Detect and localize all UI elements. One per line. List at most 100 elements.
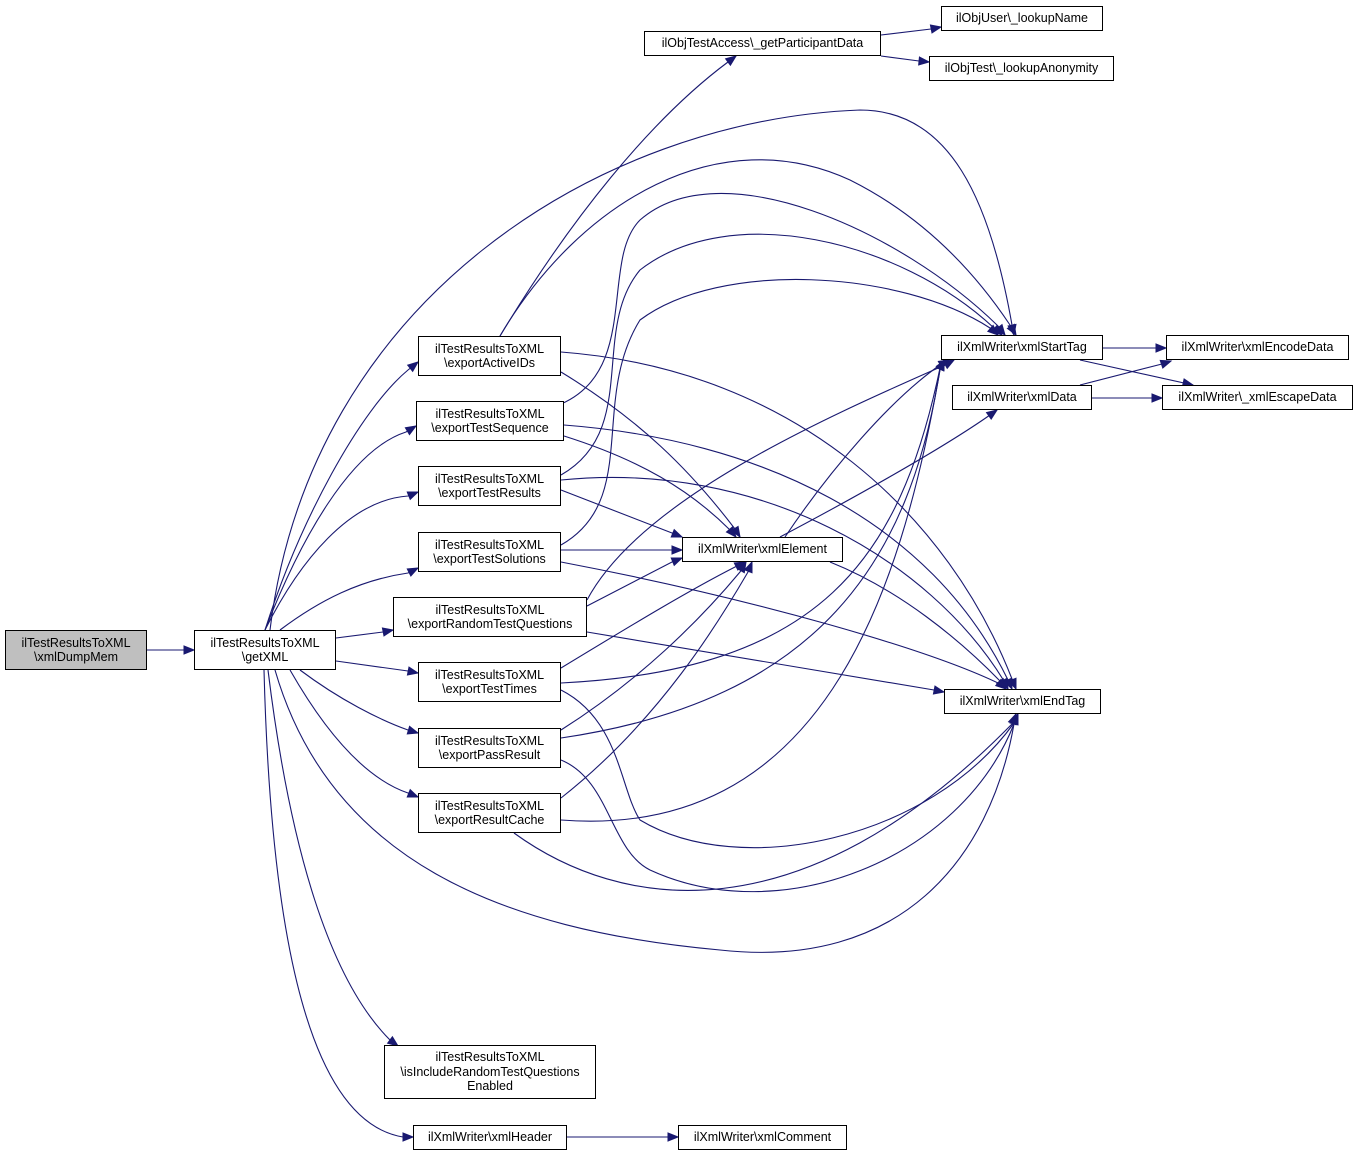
node-xmlElement-label: ilXmlWriter\xmlElement (698, 542, 827, 557)
node-exportTestTimes[interactable]: ilTestResultsToXML \exportTestTimes (418, 662, 561, 702)
arrowhead-exportRandomTestQuestions-to-xmlEndTag (932, 685, 946, 695)
node-lookupName[interactable]: ilObjUser\_lookupName (941, 6, 1103, 31)
arrowhead-getXML-to-isIncludeRandom (386, 1035, 400, 1047)
node-exportTestTimes-line2: \exportTestTimes (442, 682, 537, 696)
node-exportTestSolutions[interactable]: ilTestResultsToXML \exportTestSolutions (418, 532, 561, 572)
arrowhead-getXML-to-xmlHeader (402, 1132, 415, 1142)
edge-exportTestSequence-to-xmlStartTag (560, 193, 1006, 405)
node-exportActiveIDs-line1: ilTestResultsToXML (434, 341, 545, 356)
node-exportPassResult-line1: ilTestResultsToXML (434, 733, 545, 748)
node-xmlDumpMem-line2: \xmlDumpMem (33, 650, 119, 664)
edge-exportResultCache-to-xmlStartTag (560, 359, 945, 822)
edge-xmlElement-to-xmlData (779, 409, 998, 538)
arrowhead-xmlHeader-to-xmlComment (667, 1132, 680, 1142)
arrowhead-exportRandomTestQuestions-to-xmlElement (670, 557, 684, 567)
edge-exportTestSequence-to-xmlElement (563, 435, 737, 538)
edge-exportRandomTestQuestions-to-xmlEndTag (586, 631, 945, 693)
edge-exportRandomTestQuestions-to-xmlElement (586, 557, 683, 607)
arrowhead-exportTestSequence-to-xmlElement (725, 525, 737, 539)
node-exportRandomTestQuestions[interactable]: ilTestResultsToXML \exportRandomTestQues… (393, 597, 587, 637)
arrowhead-getXML-to-xmlEndTag (1009, 712, 1019, 726)
node-exportTestSequence[interactable]: ilTestResultsToXML \exportTestSequence (416, 401, 564, 441)
node-xmlData[interactable]: ilXmlWriter\xmlData (952, 385, 1092, 410)
node-exportTestResults-line1: ilTestResultsToXML (434, 471, 545, 486)
arrowhead-getParticipantData-to-lookupAnonymity (918, 56, 931, 66)
edge-exportActiveIDs-to-xmlElement (560, 371, 741, 538)
node-xmlComment-label: ilXmlWriter\xmlComment (693, 1130, 832, 1145)
node-exportResultCache[interactable]: ilTestResultsToXML \exportResultCache (418, 793, 561, 833)
arrowhead-xmlElement-to-xmlData (985, 409, 999, 420)
arrowhead-getXML-to-exportTestSequence (404, 425, 418, 436)
edge-getXML-to-exportResultCache (289, 669, 419, 798)
edge-exportActiveIDs-to-xmlEndTag (560, 351, 1017, 690)
node-exportPassResult-line2: \exportPassResult (438, 748, 541, 762)
node-getParticipantData-label: ilObjTestAccess\_getParticipantData (661, 36, 864, 51)
arrowhead-exportResultCache-to-xmlElement (743, 560, 753, 574)
node-exportRandomTestQuestions-line2: \exportRandomTestQuestions (407, 617, 573, 631)
arrowhead-xmlElement-to-xmlEndTag (995, 677, 1007, 691)
arrowhead-xmlData-to-xmlEncodeData (1159, 359, 1173, 369)
edge-exportResultCache-to-xmlEndTag (513, 713, 1017, 891)
edge-getXML-to-xmlStartTag (269, 109, 1015, 631)
node-isIncludeRandom-line3: Enabled (467, 1079, 513, 1094)
edge-xmlStartTag-to-xmlEscapeData (1079, 359, 1194, 386)
node-exportTestSequence-line1: ilTestResultsToXML (435, 406, 545, 421)
edge-xmlData-to-xmlEncodeData (1079, 360, 1172, 386)
node-xmlEndTag[interactable]: ilXmlWriter\xmlEndTag (944, 689, 1101, 714)
node-xmlDumpMem: ilTestResultsToXML \xmlDumpMem (5, 630, 147, 670)
node-lookupAnonymity[interactable]: ilObjTest\_lookupAnonymity (929, 56, 1114, 81)
edge-getXML-to-exportTestResults (264, 491, 419, 631)
arrowhead-getXML-to-exportPassResult (406, 725, 420, 735)
node-exportTestSolutions-line2: \exportTestSolutions (433, 552, 546, 566)
node-xmlStartTag[interactable]: ilXmlWriter\xmlStartTag (941, 335, 1103, 360)
edge-getXML-to-exportTestTimes (335, 660, 419, 674)
edge-exportTestResults-to-xmlElement (560, 489, 683, 538)
node-xmlComment[interactable]: ilXmlWriter\xmlComment (678, 1125, 847, 1150)
node-exportActiveIDs[interactable]: ilTestResultsToXML \exportActiveIDs (418, 336, 561, 376)
arrowhead-getXML-to-exportRandomTestQuestions (381, 627, 395, 637)
node-xmlElement[interactable]: ilXmlWriter\xmlElement (682, 537, 843, 562)
edge-getXML-to-exportTestSolutions (279, 567, 419, 631)
node-exportTestSequence-line2: \exportTestSequence (431, 421, 549, 435)
edge-exportPassResult-to-xmlStartTag (560, 359, 945, 739)
arrowhead-getXML-to-exportTestResults (406, 491, 420, 501)
arrowhead-getXML-to-exportTestSolutions (406, 567, 420, 577)
edge-exportPassResult-to-xmlElement (560, 561, 747, 731)
edge-exportTestTimes-to-xmlStartTag (560, 359, 946, 684)
edge-exportTestResults-to-xmlEndTag (560, 476, 1009, 690)
edge-xmlElement-to-xmlEndTag (829, 561, 1007, 690)
node-getParticipantData[interactable]: ilObjTestAccess\_getParticipantData (644, 31, 881, 56)
node-isIncludeRandomTestQuestionsEnabled[interactable]: ilTestResultsToXML \isIncludeRandomTestQ… (384, 1045, 596, 1099)
node-exportRandomTestQuestions-line1: ilTestResultsToXML (435, 602, 545, 617)
node-xmlDumpMem-line1: ilTestResultsToXML (21, 635, 131, 650)
edge-exportPassResult-to-xmlEndTag (560, 713, 1019, 893)
node-lookupAnonymity-label: ilObjTest\_lookupAnonymity (944, 61, 1099, 76)
arrowhead-getXML-to-exportResultCache (406, 788, 420, 798)
node-xmlData-label: ilXmlWriter\xmlData (967, 390, 1077, 405)
node-xmlEscapeData[interactable]: ilXmlWriter\_xmlEscapeData (1162, 385, 1353, 410)
edge-getXML-to-exportTestSequence (264, 425, 417, 631)
edge-exportTestSequence-to-xmlEndTag (563, 424, 1013, 690)
node-exportTestResults[interactable]: ilTestResultsToXML \exportTestResults (418, 466, 561, 506)
edge-exportTestSolutions-to-xmlEndTag (560, 561, 1007, 690)
edge-getXML-to-xmlEndTag (274, 669, 1017, 953)
arrowhead-getXML-to-exportActiveIDs (406, 361, 420, 373)
node-xmlEncodeData-label: ilXmlWriter\xmlEncodeData (1181, 340, 1334, 355)
node-xmlStartTag-label: ilXmlWriter\xmlStartTag (957, 340, 1087, 355)
arrowhead-exportTestSolutions-to-xmlStartTag (986, 324, 1000, 336)
arrowhead-xmlData-to-xmlEscapeData (1151, 393, 1164, 403)
edge-exportResultCache-to-xmlElement (560, 561, 753, 799)
arrowhead-getXML-to-exportTestTimes (406, 666, 420, 676)
node-getXML-line2: \getXML (241, 650, 289, 664)
edge-getXML-to-isIncludeRandom (267, 669, 399, 1047)
node-xmlHeader[interactable]: ilXmlWriter\xmlHeader (413, 1125, 567, 1150)
arrowhead-exportActiveIDs-to-xmlElement (730, 525, 741, 539)
node-xmlEncodeData[interactable]: ilXmlWriter\xmlEncodeData (1166, 335, 1349, 360)
node-isIncludeRandom-line2: \isIncludeRandomTestQuestions (400, 1064, 580, 1079)
node-getXML[interactable]: ilTestResultsToXML \getXML (194, 630, 336, 670)
node-exportPassResult[interactable]: ilTestResultsToXML \exportPassResult (418, 728, 561, 768)
edge-exportActiveIDs-to-getParticipantData (499, 55, 737, 337)
edge-getXML-to-exportActiveIDs (264, 361, 419, 631)
node-exportTestTimes-line1: ilTestResultsToXML (434, 667, 545, 682)
